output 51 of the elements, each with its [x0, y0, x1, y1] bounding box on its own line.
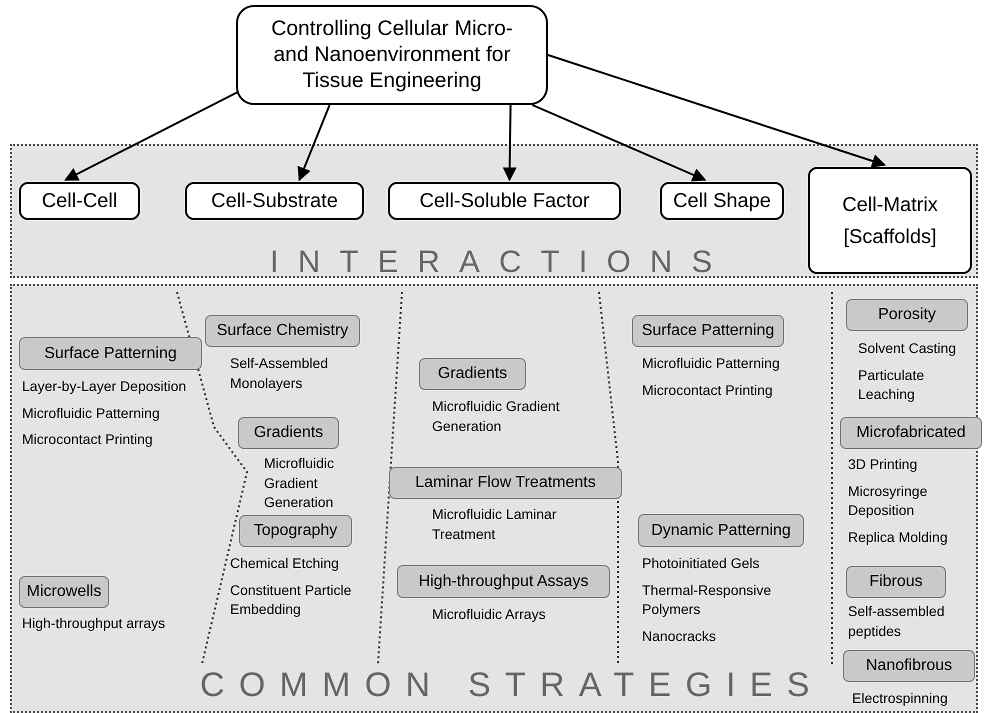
technique-text: Microcontact Printing: [642, 380, 774, 400]
strategy-box: Topography: [239, 515, 352, 547]
strategy-box: Microwells: [19, 576, 109, 608]
technique-text: Nanocracks: [642, 626, 717, 646]
technique-text: Microcontact Printing: [22, 430, 154, 450]
technique-text: Layer-by-Layer Deposition: [22, 377, 188, 396]
technique-text: Replica Molding: [848, 528, 949, 547]
technique-text: Microsyringe Deposition: [848, 482, 928, 520]
technique-text: Photoinitiated Gels: [642, 554, 761, 573]
strategy-box: Surface Patterning: [19, 337, 202, 370]
technique-text: Chemical Etching: [230, 554, 340, 573]
band-panel: [10, 144, 978, 278]
technique-text: Thermal-Responsive Polymers: [642, 580, 772, 620]
strategy-box: Gradients: [419, 358, 526, 390]
arrow: [64, 91, 238, 181]
interaction-box: Cell-Soluble Factor: [388, 182, 621, 220]
technique-text: Microfluidic Laminar Treatment: [432, 505, 558, 544]
interaction-box: Cell Shape: [660, 182, 784, 220]
technique-text: Self-Assembled Monolayers: [230, 354, 330, 393]
technique-text: Self-assembled peptides: [848, 602, 946, 641]
strategy-box: Gradients: [238, 417, 339, 449]
arrow: [298, 104, 331, 182]
technique-text: 3D Printing: [848, 455, 918, 474]
technique-text: Particulate Leaching: [858, 366, 926, 404]
technique-text: Microfluidic Gradient Generation: [264, 454, 336, 512]
strategy-box: Laminar Flow Treatments: [389, 467, 622, 499]
band-title: INTERACTIONS: [270, 244, 732, 280]
interaction-box: Cell-Cell: [19, 182, 140, 220]
strategy-box: Surface Patterning: [632, 315, 784, 347]
technique-text: High-throughput arrays: [22, 614, 166, 633]
technique-text: Microfluidic Patterning: [22, 404, 161, 423]
interaction-box: Cell-Substrate: [185, 182, 364, 220]
strategy-box: Microfabricated: [840, 417, 982, 449]
strategy-box: Surface Chemistry: [205, 315, 360, 347]
strategy-box: Nanofibrous: [843, 650, 975, 682]
technique-text: Microfluidic Arrays: [432, 605, 547, 624]
strategy-box: High-throughput Assays: [397, 565, 610, 598]
interaction-box: Cell-Matrix [Scaffolds]: [808, 167, 972, 274]
band-title: COMMON STRATEGIES: [200, 666, 824, 705]
technique-text: Microfluidic Patterning: [642, 354, 781, 373]
technique-text: Microfluidic Gradient Generation: [432, 397, 561, 436]
technique-text: Solvent Casting: [858, 339, 958, 358]
strategy-box: Dynamic Patterning: [638, 514, 804, 547]
title-box: Controlling Cellular Micro- and Nanoenvironment for Tissue Engineering: [236, 5, 548, 105]
arrow: [532, 104, 706, 182]
technique-text: Constituent Particle Embedding: [230, 580, 352, 620]
arrow: [502, 104, 517, 182]
technique-text: Electrospinning: [852, 689, 949, 708]
arrow: [548, 54, 886, 168]
strategy-box: Fibrous: [846, 566, 946, 598]
strategy-box: Porosity: [846, 299, 968, 331]
